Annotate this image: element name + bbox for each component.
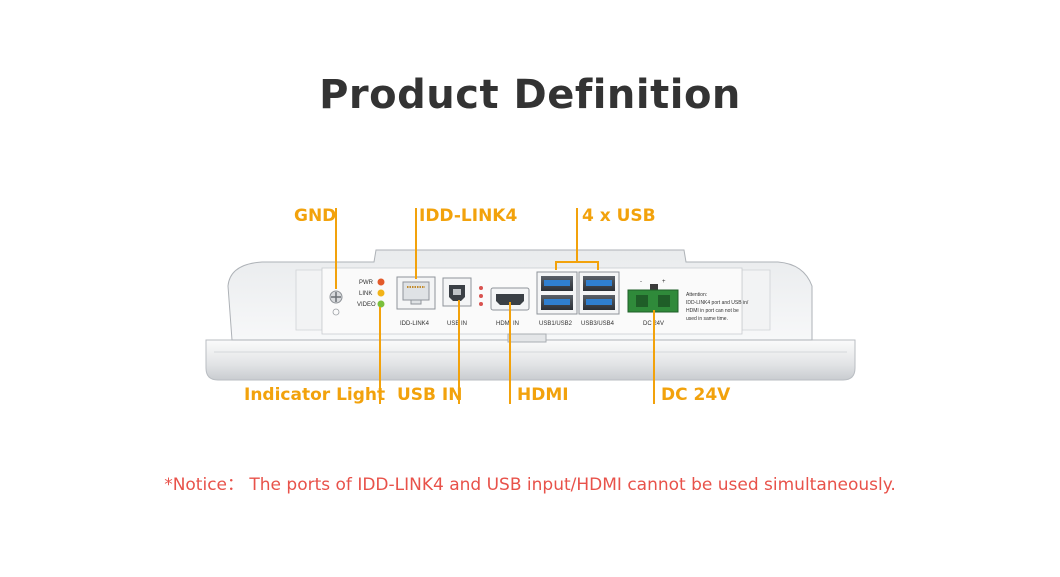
idd-link4-port: IDD-LINK4 bbox=[396, 276, 436, 327]
attention-line-3: HDMI in port can not be bbox=[686, 308, 739, 314]
usb4-bracket bbox=[555, 261, 599, 270]
gnd-terminal bbox=[329, 290, 343, 316]
callout-lines bbox=[335, 208, 655, 404]
led-label-pwr: PWR bbox=[359, 280, 374, 286]
callout-hdmi: HDMI bbox=[517, 385, 569, 405]
indicator-leds: PWR LINK VIDEO bbox=[357, 278, 385, 308]
led-link bbox=[377, 289, 385, 297]
callout-indicator-light: Indicator Light bbox=[244, 385, 386, 405]
status-dots bbox=[479, 286, 483, 306]
usb12-port: USB1/USB2 bbox=[536, 271, 578, 327]
led-video bbox=[377, 300, 385, 308]
polarity-plus: + bbox=[662, 279, 666, 285]
device-base bbox=[205, 339, 856, 381]
attention-line-2: IDD-LINK4 port and USB in/ bbox=[686, 300, 749, 306]
usb34-port: USB3/USB4 bbox=[578, 271, 620, 327]
led-label-video: VIDEO bbox=[357, 302, 376, 308]
stand-tab bbox=[507, 333, 547, 343]
label-usb-in: USB IN bbox=[447, 321, 467, 327]
callout-dc-24v: DC 24V bbox=[661, 385, 731, 405]
led-label-link: LINK bbox=[359, 291, 372, 297]
usb-in-port: USB IN bbox=[442, 277, 472, 327]
page-title: Product Definition bbox=[319, 72, 741, 118]
label-usb34: USB3/USB4 bbox=[581, 321, 615, 327]
label-usb12: USB1/USB2 bbox=[539, 321, 573, 327]
attention-line-1: Attention: bbox=[686, 292, 707, 298]
callout-gnd: GND bbox=[294, 206, 337, 226]
led-pwr bbox=[377, 278, 385, 286]
label-idd-link4: IDD-LINK4 bbox=[400, 321, 430, 327]
polarity-minus: - bbox=[640, 279, 642, 285]
callout-4x-usb: 4 x USB bbox=[582, 206, 656, 226]
attention-note: Attention: IDD-LINK4 port and USB in/ HD… bbox=[686, 292, 749, 322]
callout-usb-in: USB IN bbox=[397, 385, 463, 405]
callout-idd-link4: IDD-LINK4 bbox=[419, 206, 518, 226]
attention-line-4: used in same time. bbox=[686, 316, 728, 322]
hdmi-port: HDMI IN bbox=[490, 287, 530, 327]
label-hdmi-in: HDMI IN bbox=[496, 321, 519, 327]
notice-text: *Notice： The ports of IDD-LINK4 and USB … bbox=[164, 475, 896, 495]
